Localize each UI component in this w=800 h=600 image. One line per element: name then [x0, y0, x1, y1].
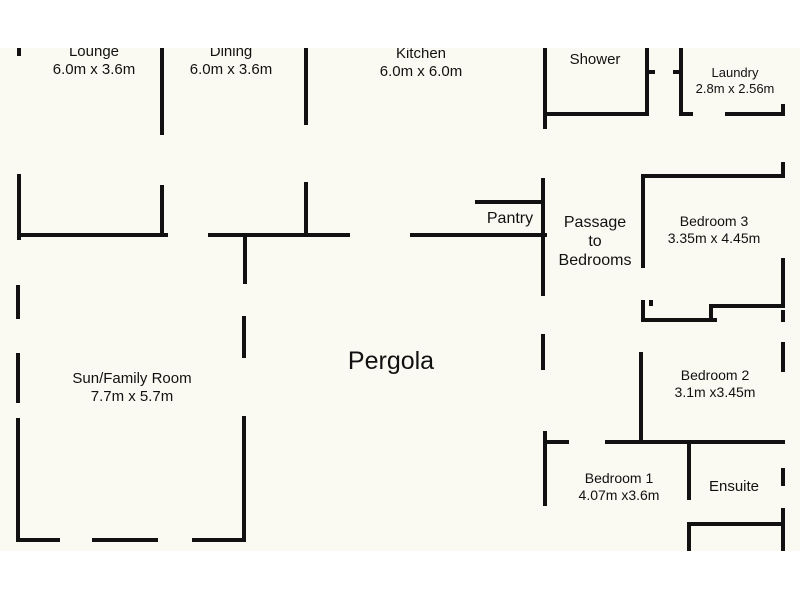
- wall: [781, 162, 785, 178]
- pantry-label: Pantry: [486, 210, 534, 227]
- wall: [17, 48, 21, 56]
- wall: [541, 334, 545, 370]
- wall: [687, 522, 785, 526]
- ensuite-label: Ensuite: [708, 478, 760, 495]
- wall: [673, 70, 679, 74]
- bedroom2-label: Bedroom 2 3.1m x3.45m: [674, 367, 756, 400]
- wall: [679, 48, 683, 116]
- wall: [679, 112, 693, 116]
- wall: [781, 310, 785, 322]
- passage-label: Passage to Bedrooms: [558, 214, 632, 270]
- wall: [16, 285, 20, 319]
- wall: [242, 316, 246, 358]
- kitchen-label: Kitchen 6.0m x 6.0m: [379, 48, 463, 80]
- wall: [208, 233, 350, 237]
- bedroom1-label: Bedroom 1 4.07m x3.6m: [578, 470, 660, 503]
- wall: [709, 304, 785, 308]
- bedroom3-label: Bedroom 3 3.35m x 4.45m: [667, 213, 761, 246]
- wall: [543, 112, 649, 116]
- wall: [641, 300, 645, 322]
- wall: [687, 440, 691, 500]
- wall: [605, 440, 785, 444]
- wall: [725, 112, 785, 116]
- wall: [543, 440, 569, 444]
- wall: [639, 352, 643, 444]
- wall: [781, 104, 785, 116]
- wall: [709, 304, 713, 322]
- laundry-label: Laundry 2.8m x 2.56m: [695, 65, 775, 96]
- pergola-label: Pergola: [347, 347, 435, 375]
- wall: [781, 342, 785, 372]
- wall: [781, 258, 785, 304]
- dining-label: Dining 6.0m x 3.6m: [189, 48, 273, 78]
- wall: [160, 185, 164, 237]
- lounge-label: Lounge 6.0m x 3.6m: [52, 48, 136, 78]
- wall: [641, 174, 785, 178]
- wall: [543, 431, 547, 506]
- wall: [641, 318, 717, 322]
- wall: [410, 233, 547, 237]
- wall: [16, 538, 60, 542]
- wall: [645, 48, 649, 116]
- shower-label: Shower: [569, 51, 621, 68]
- wall: [242, 416, 246, 542]
- wall: [304, 48, 308, 125]
- wall: [781, 508, 785, 551]
- floor-plan: Lounge 6.0m x 3.6m Dining 6.0m x 3.6m Ki…: [0, 48, 800, 551]
- wall: [16, 418, 20, 542]
- wall: [160, 48, 164, 135]
- wall: [16, 353, 20, 403]
- sun-family-room-label: Sun/Family Room 7.7m x 5.7m: [72, 370, 192, 405]
- wall: [17, 174, 21, 240]
- wall: [649, 300, 653, 306]
- wall: [243, 237, 247, 284]
- wall: [304, 182, 308, 237]
- wall: [192, 538, 246, 542]
- wall: [17, 233, 168, 237]
- wall: [781, 468, 785, 486]
- wall: [92, 538, 158, 542]
- wall: [541, 178, 545, 296]
- wall: [475, 200, 543, 204]
- wall: [649, 70, 655, 74]
- wall: [641, 174, 645, 268]
- wall: [687, 522, 691, 551]
- wall: [543, 48, 547, 129]
